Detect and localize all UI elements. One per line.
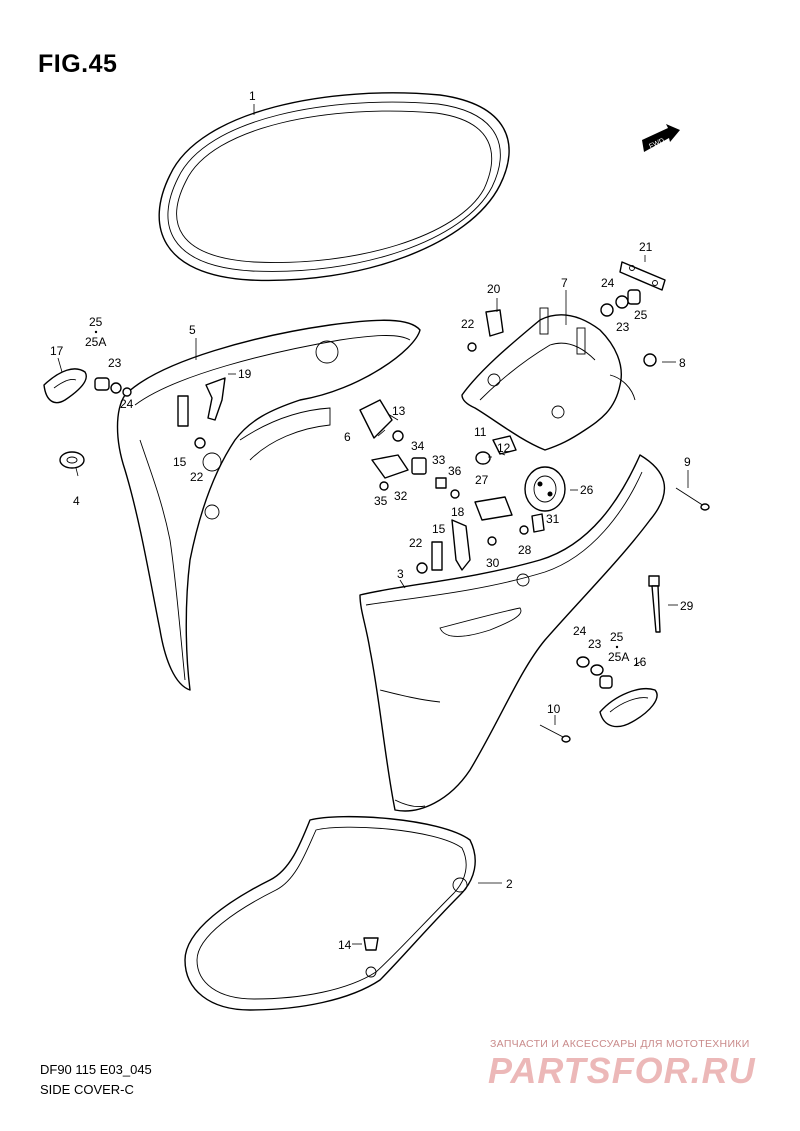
callout-7: 7 [561,276,568,290]
part-1-seal-ring [158,92,510,282]
part-10-bolt [539,724,571,743]
callout-15-left: 15 [173,455,187,469]
callout-17: 17 [50,344,64,358]
callout-26: 26 [580,483,594,497]
part-17-grip [43,368,87,404]
callout-25A-right: 25A [608,650,629,664]
part-9-bolt [675,487,710,511]
callout-20: 20 [487,282,501,296]
leader-lines [57,104,689,945]
callout-11: 11 [474,425,487,439]
callout-16: 16 [633,655,647,669]
callout-21: 21 [639,240,653,254]
callout-23-top: 23 [616,320,630,334]
callout-12: 12 [497,441,511,455]
callout-29: 29 [680,599,694,613]
watermark-logo: PARTSFOR.RU [488,1050,756,1091]
part-21-clamp-plate [619,261,666,291]
callout-25A-left: 25A [85,335,106,349]
callout-3: 3 [397,567,404,581]
callout-19: 19 [238,367,252,381]
callout-28: 28 [518,543,532,557]
callout-22-left: 22 [190,470,204,484]
callout-25-left: 25 [89,315,103,329]
callout-33: 33 [432,453,446,467]
callout-23-left: 23 [108,356,122,370]
callout-8: 8 [679,356,686,370]
callout-25-top: 25 [634,308,648,322]
part-29-cable-tie [648,575,661,633]
part-5-left-side-cover [116,319,421,691]
callout-27: 27 [475,473,489,487]
figure-code: DF90 115 E03_045 [40,1062,152,1077]
part-16-grip [599,688,658,728]
callout-14: 14 [338,938,352,952]
callout-1: 1 [249,89,256,103]
callout-22-top: 22 [461,317,475,331]
fwd-arrow-badge: FWD [642,124,680,152]
part-2-bottom-seal [184,815,476,1011]
callout-31: 31 [546,512,560,526]
callout-35: 35 [374,494,388,508]
callout-4: 4 [73,494,80,508]
callout-32: 32 [394,489,408,503]
callout-2: 2 [506,877,513,891]
part-26-grommet [524,466,566,512]
callout-9: 9 [684,455,691,469]
callout-23-right: 23 [588,637,602,651]
callout-36: 36 [448,464,462,478]
callout-34: 34 [411,439,425,453]
callout-13: 13 [392,404,406,418]
watermark-tagline: ЗАПЧАСТИ И АКСЕССУАРЫ ДЛЯ МОТОТЕХНИКИ [490,1038,750,1050]
figure-title: FIG.45 [38,50,118,78]
part-3-right-side-cover [359,454,666,812]
small-hardware [59,289,657,951]
callout-18: 18 [451,505,465,519]
callout-dots [94,330,619,649]
figure-name: SIDE COVER-C [40,1082,134,1097]
callout-15-right: 15 [432,522,446,536]
callout-10: 10 [547,702,561,716]
callout-24-left: 24 [120,397,134,411]
callout-24-right: 24 [573,624,587,638]
part-7-bracket [461,307,636,451]
callout-6: 6 [344,430,351,444]
callout-22-right: 22 [409,536,423,550]
callout-24-top: 24 [601,276,615,290]
callout-25-right: 25 [610,630,624,644]
callout-labels: 1 2 3 4 5 6 7 8 9 10 11 12 13 14 15 15 1… [50,89,694,952]
callout-30: 30 [486,556,500,570]
callout-5: 5 [189,323,196,337]
